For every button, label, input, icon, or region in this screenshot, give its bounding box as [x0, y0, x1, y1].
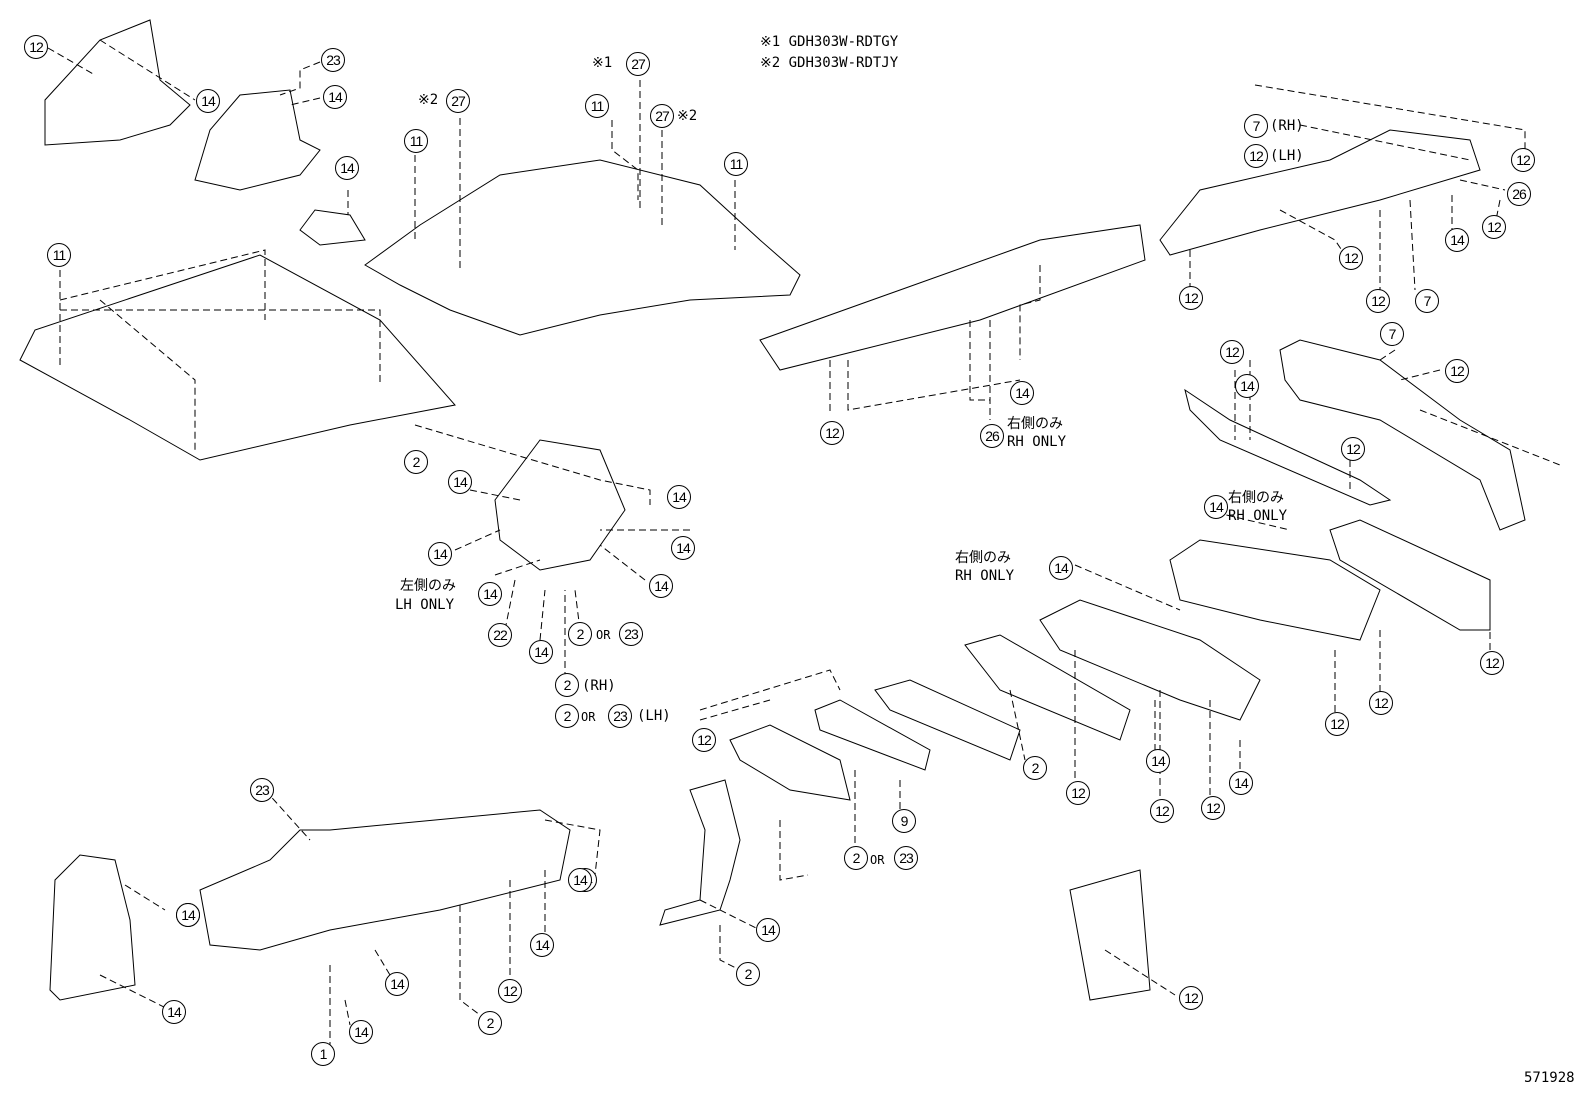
- callout: 2: [478, 1011, 502, 1035]
- lh-label: (LH): [637, 708, 671, 724]
- leader-lines: [47, 39, 1561, 1045]
- callout: 14: [385, 972, 409, 996]
- callout: 7: [1380, 322, 1404, 346]
- callout: 23: [608, 704, 632, 728]
- callout: 1: [311, 1042, 335, 1066]
- or-label: OR: [581, 710, 596, 724]
- callout: 2: [568, 622, 592, 646]
- callout: 14: [1204, 495, 1228, 519]
- callout: 9: [892, 809, 916, 833]
- callout: 14: [323, 85, 347, 109]
- mark-2-label: ※2: [418, 92, 439, 108]
- rh-only-label: RH ONLY: [1007, 434, 1067, 450]
- callout: 12: [1150, 799, 1174, 823]
- callout: 14: [1229, 771, 1253, 795]
- callout: 2: [404, 450, 428, 474]
- callout: 12: [1220, 340, 1244, 364]
- or-label: OR: [596, 628, 611, 642]
- or-label: OR: [870, 853, 885, 867]
- callout: 11: [404, 129, 428, 153]
- callout: 12: [1480, 651, 1504, 675]
- callout: 14: [568, 868, 592, 892]
- callout: 14: [1010, 381, 1034, 405]
- rh-only-jp-label: 右側のみ: [955, 550, 1011, 566]
- callout: 12: [820, 421, 844, 445]
- callout: 12: [1369, 691, 1393, 715]
- callout: 14: [428, 542, 452, 566]
- callout: 12: [1445, 359, 1469, 383]
- callout: 2: [844, 846, 868, 870]
- callout: 23: [321, 48, 345, 72]
- callout: 27: [626, 52, 650, 76]
- callout: 12: [1482, 215, 1506, 239]
- callout: 14: [478, 582, 502, 606]
- rh-only-label: RH ONLY: [1228, 508, 1288, 524]
- callout: 14: [649, 574, 673, 598]
- callout: 2: [555, 704, 579, 728]
- callout: 23: [894, 846, 918, 870]
- note-2: ※2 GDH303W-RDTJY: [760, 55, 899, 71]
- rh-only-jp-label: 右側のみ: [1228, 490, 1284, 506]
- callout: 12: [1066, 781, 1090, 805]
- lh-only-jp-label: 左側のみ: [400, 578, 456, 594]
- callout: 14: [756, 918, 780, 942]
- callout: 14: [349, 1020, 373, 1044]
- callout: 12: [498, 979, 522, 1003]
- callout: 2: [1023, 756, 1047, 780]
- callout: 22: [488, 623, 512, 647]
- callout: 14: [1445, 228, 1469, 252]
- rh-only-label: RH ONLY: [955, 568, 1015, 584]
- callout: 7: [1415, 289, 1439, 313]
- part-outlines: [19, 19, 1526, 1001]
- callout: 14: [667, 485, 691, 509]
- callout: 12: [692, 728, 716, 752]
- callout: 12: [1179, 286, 1203, 310]
- lh-label: (LH): [1270, 148, 1304, 164]
- callout: 12: [1511, 148, 1535, 172]
- callout: 14: [196, 89, 220, 113]
- callout: 11: [585, 94, 609, 118]
- callout: 14: [162, 1000, 186, 1024]
- callout: 23: [619, 622, 643, 646]
- mark-1-label: ※1: [592, 55, 613, 71]
- callout: 26: [980, 424, 1004, 448]
- rh-label: (RH): [1270, 118, 1304, 134]
- callout: 7: [1244, 114, 1268, 138]
- callout: 14: [529, 640, 553, 664]
- callout: 2: [555, 673, 579, 697]
- callout: 23: [250, 778, 274, 802]
- callout: 12: [24, 35, 48, 59]
- callout: 14: [176, 903, 200, 927]
- callout: 14: [1146, 749, 1170, 773]
- callout: 14: [335, 156, 359, 180]
- callout: 14: [1049, 556, 1073, 580]
- mark-2-label: ※2: [677, 108, 698, 124]
- callout: 27: [650, 104, 674, 128]
- callout: 12: [1325, 712, 1349, 736]
- rh-label: (RH): [582, 678, 616, 694]
- callout: 14: [1235, 374, 1259, 398]
- callout: 26: [1507, 182, 1531, 206]
- lh-only-label: LH ONLY: [395, 597, 455, 613]
- figure-number: 571928: [1524, 1070, 1575, 1086]
- callout: 12: [1244, 144, 1268, 168]
- note-1: ※1 GDH303W-RDTGY: [760, 34, 899, 50]
- callout: 2: [736, 962, 760, 986]
- callout: 11: [724, 152, 748, 176]
- callout: 12: [1179, 986, 1203, 1010]
- callout: 12: [1339, 246, 1363, 270]
- callout: 12: [1366, 289, 1390, 313]
- callout: 14: [671, 536, 695, 560]
- callout: 14: [448, 470, 472, 494]
- rh-only-jp-label: 右側のみ: [1007, 416, 1063, 432]
- callout: 11: [47, 243, 71, 267]
- callout: 12: [1201, 796, 1225, 820]
- callout: 12: [1341, 437, 1365, 461]
- callout: 27: [446, 89, 470, 113]
- callout: 14: [530, 933, 554, 957]
